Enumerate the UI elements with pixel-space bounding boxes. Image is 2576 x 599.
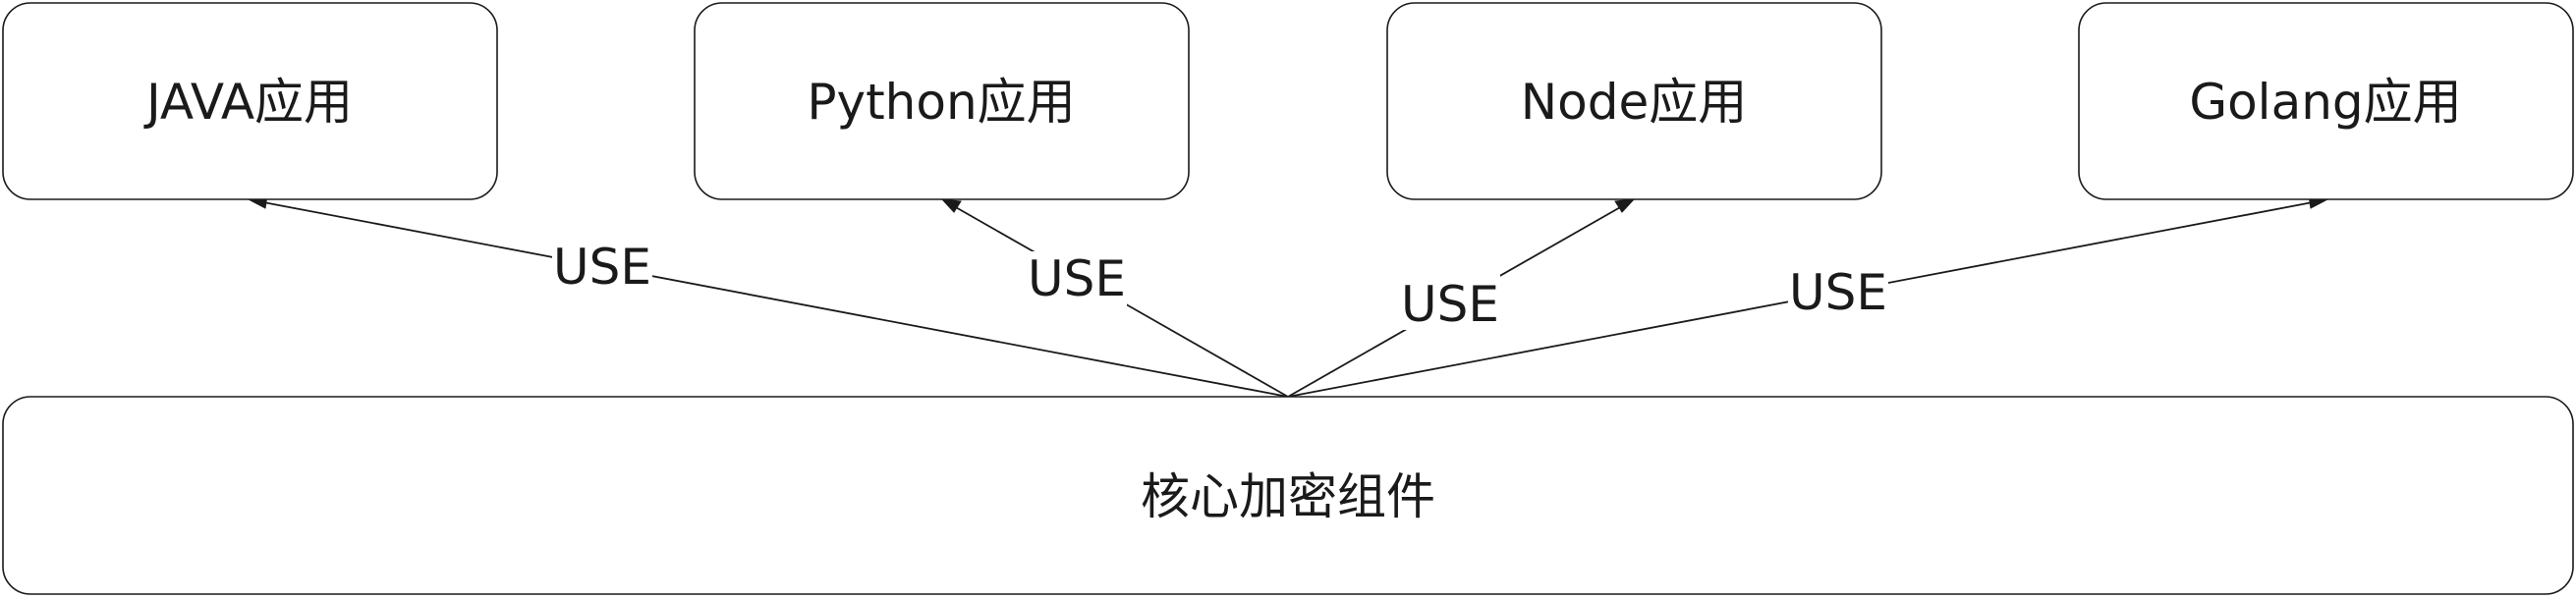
node-golang-app[interactable]: Golang应用 (2078, 2, 2574, 200)
node-box-golang-app (2078, 2, 2574, 200)
edge-label-bg-golang (1788, 265, 1888, 320)
edge-label-core-to-node: USE (1401, 276, 1499, 333)
edge-label-core-to-java: USE (553, 239, 651, 296)
edge-core-to-node: USE (1287, 198, 1636, 398)
node-label-node-app: Node应用 (1521, 74, 1748, 131)
node-python-app[interactable]: Python应用 (694, 2, 1190, 200)
node-core-component[interactable]: 核心加密组件 (2, 396, 2574, 595)
edge-core-to-java: USE (247, 194, 1289, 398)
node-box-python-app (694, 2, 1190, 200)
node-box-core-component (2, 396, 2574, 595)
edge-label-core-to-python: USE (1028, 250, 1126, 307)
edge-label-bg-node (1400, 275, 1500, 330)
node-label-java-app: JAVA应用 (143, 74, 353, 131)
node-java-app[interactable]: JAVA应用 (2, 2, 498, 200)
edge-label-bg-python (1027, 251, 1127, 306)
edge-label-core-to-golang: USE (1789, 264, 1887, 321)
node-box-node-app (1386, 2, 1882, 200)
arrow-head-node (1614, 198, 1636, 213)
node-node-app[interactable]: Node应用 (1386, 2, 1882, 200)
edge-core-to-golang: USE (1287, 194, 2329, 398)
node-label-core-component: 核心加密组件 (1141, 468, 1435, 525)
edge-line-core-to-java (262, 201, 1289, 398)
arrow-head-python (940, 198, 962, 213)
edge-label-bg-java (552, 238, 652, 293)
node-box-java-app (2, 2, 498, 200)
node-label-golang-app: Golang应用 (2189, 74, 2461, 131)
node-label-python-app: Python应用 (807, 74, 1075, 131)
edge-core-to-python: USE (940, 198, 1289, 398)
